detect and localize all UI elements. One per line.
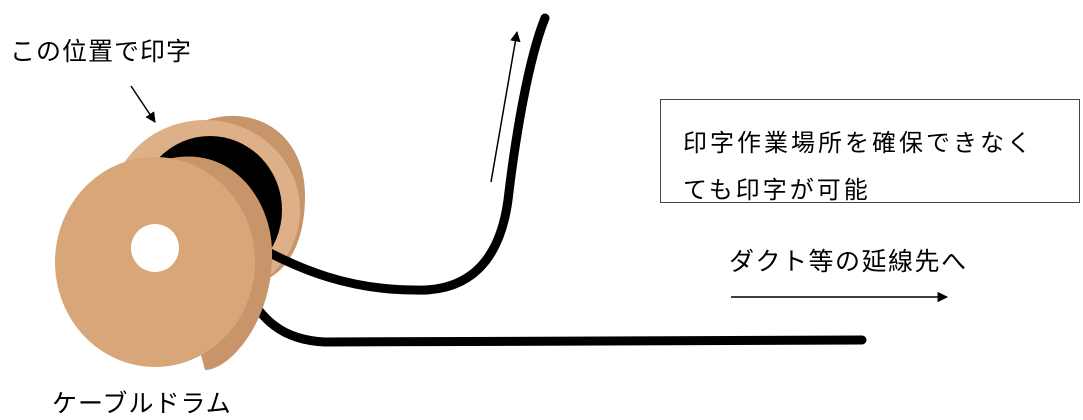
cable-drum-label: ケーブルドラム — [52, 389, 232, 418]
drum-front-flange — [55, 156, 273, 370]
cable-horizontal — [240, 285, 867, 347]
print-position-label: この位置で印字 — [10, 37, 193, 66]
cable-rising — [250, 13, 550, 295]
note-line-2: ても印字が可能 — [683, 176, 871, 204]
upward-direction-arrow — [490, 30, 521, 183]
note-box: 印字作業場所を確保できなく ても印字が可能 — [660, 99, 1080, 204]
note-line-1: 印字作業場所を確保できなく — [683, 129, 1034, 157]
drum-hub-hole — [131, 224, 179, 272]
duct-destination-label: ダクト等の延線先へ — [729, 247, 968, 276]
print-position-arrow — [130, 85, 156, 123]
